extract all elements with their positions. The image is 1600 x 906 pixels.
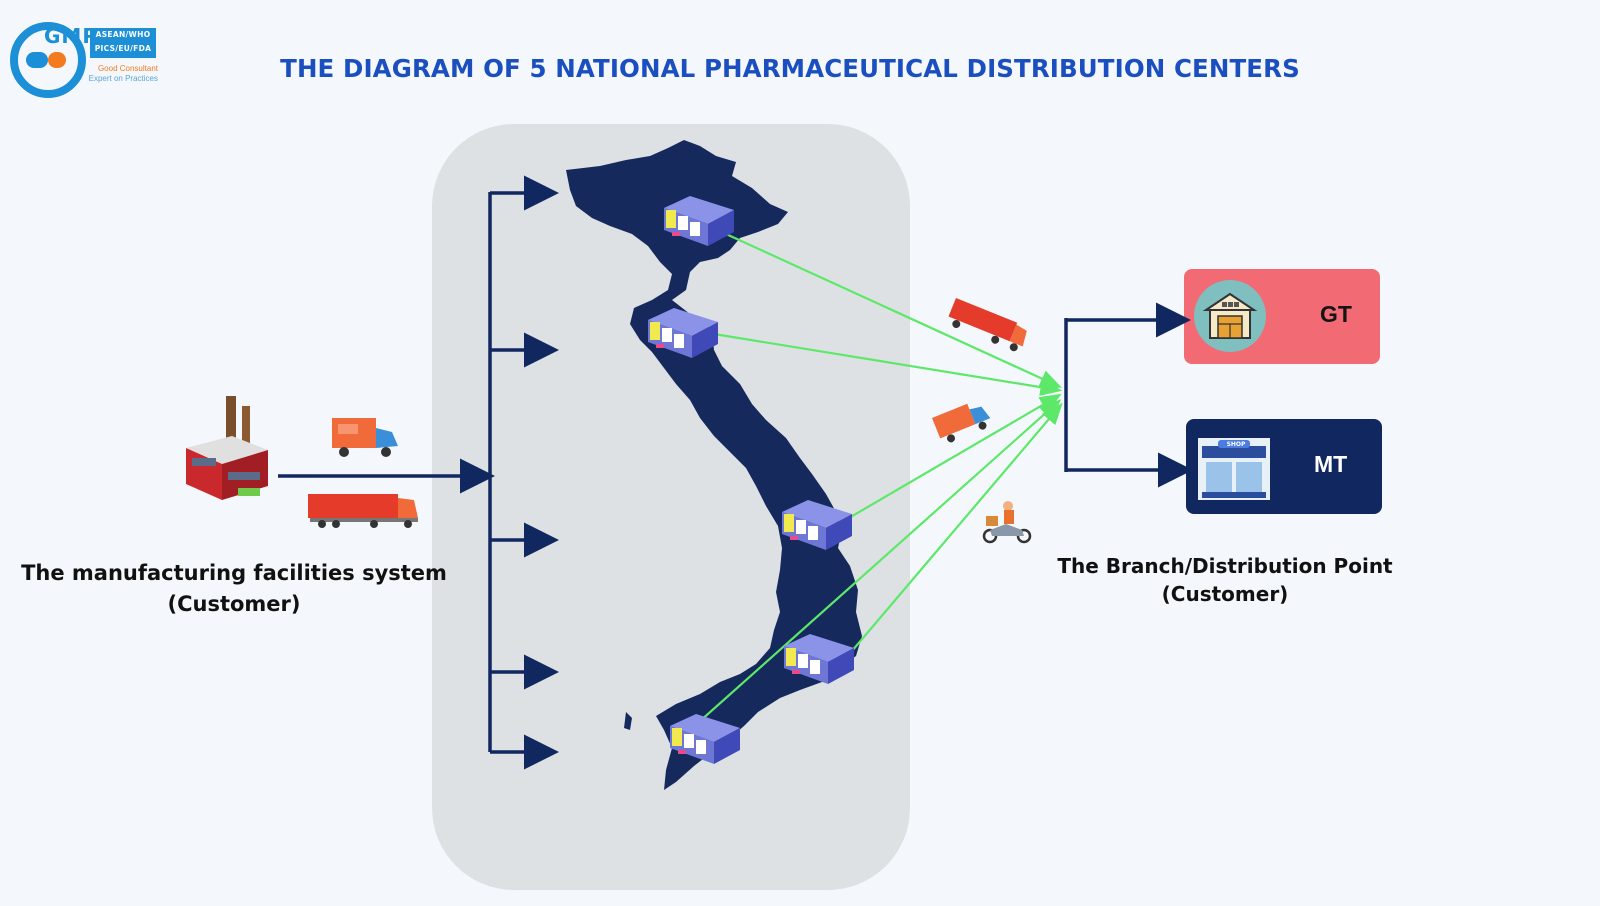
- branch-label: The Branch/Distribution Point (Customer): [1010, 552, 1440, 608]
- gmp-letters: GMP: [44, 24, 98, 48]
- logo-certification-tag: ASEAN/WHO PICS/EU/FDA: [90, 28, 156, 58]
- logo-sub-line1: Good Consultant: [97, 64, 158, 73]
- logo-subtitle: Good Consultant Expert on Practices: [86, 64, 158, 84]
- van-icon: [932, 403, 991, 443]
- gt-channel-box: GT: [1184, 269, 1380, 364]
- logo-sub-line2: Expert on Practices: [88, 74, 158, 83]
- gmp-logo-mark: [10, 22, 86, 98]
- logo-tag-line2: PICS/EU/FDA: [94, 44, 152, 53]
- manufacturing-label-line2: (Customer): [167, 592, 301, 616]
- van-icon: [332, 418, 398, 457]
- branch-arrows: [1064, 302, 1193, 488]
- truck-icon: [948, 298, 1027, 352]
- factory-icon: [186, 396, 268, 500]
- branch-label-line2: (Customer): [1161, 582, 1289, 606]
- truck-icon: [308, 494, 418, 528]
- branch-label-line1: The Branch/Distribution Point: [1057, 554, 1393, 578]
- shop-sign-text: SHOP: [1226, 441, 1246, 448]
- map-panel: [432, 124, 910, 890]
- motorbike-icon: [982, 501, 1032, 544]
- logo-tag-line1: ASEAN/WHO: [95, 30, 151, 39]
- gmp-logo: GMP: [8, 18, 168, 102]
- manufacturing-label: The manufacturing facilities system (Cus…: [14, 558, 454, 620]
- mt-label: MT: [1314, 451, 1348, 477]
- diagram-title: THE DIAGRAM OF 5 NATIONAL PHARMACEUTICAL…: [280, 54, 1300, 83]
- gt-label: GT: [1320, 301, 1352, 327]
- manufacturing-label-line1: The manufacturing facilities system: [21, 561, 447, 585]
- mt-channel-box: MT: [1186, 419, 1382, 514]
